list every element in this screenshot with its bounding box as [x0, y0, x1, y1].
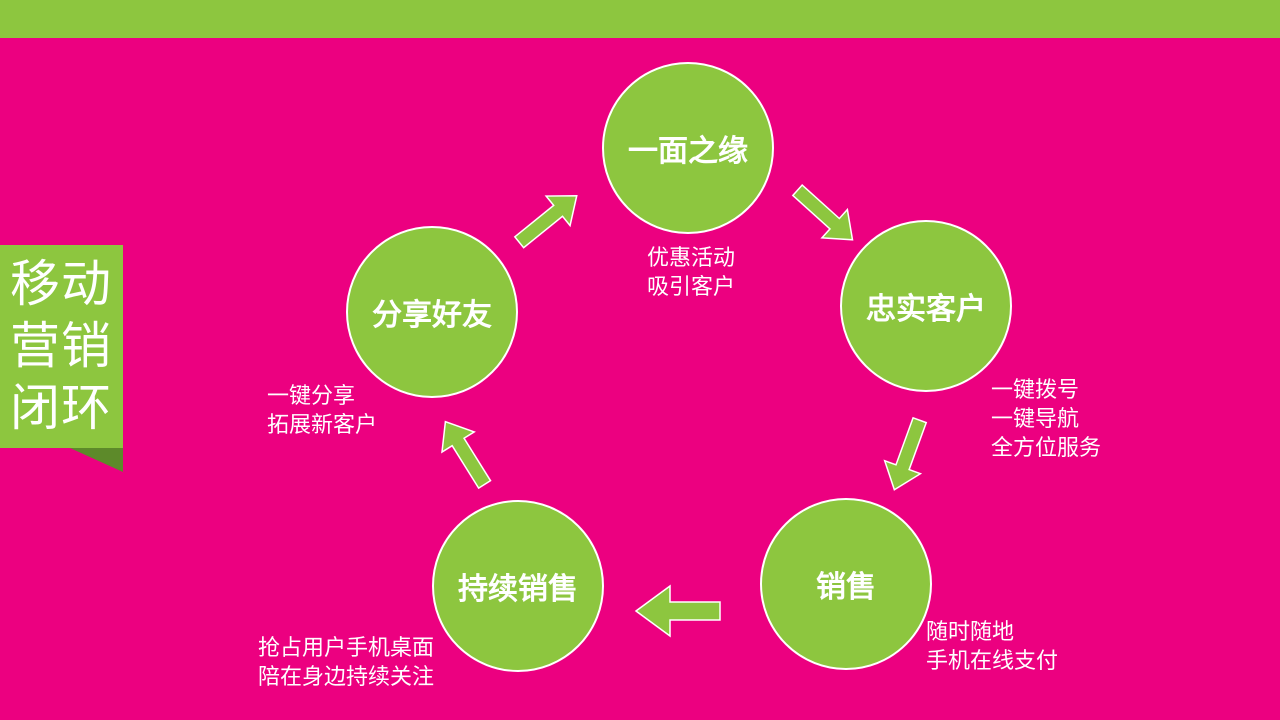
side-title-line-3: 闭环: [10, 379, 112, 437]
node-ongoing-sales-label: 持续销售: [458, 572, 578, 607]
caption-one-meet: 优惠活动 吸引客户: [647, 244, 735, 302]
arrow-sales-to-ongoing: [634, 584, 721, 638]
caption-line: 手机在线支付: [926, 649, 1059, 674]
node-loyal-customer: 忠实客户: [840, 220, 1012, 392]
node-share-friends: 分享好友: [346, 226, 518, 398]
caption-line: 一键导航: [991, 407, 1080, 432]
caption-line: 吸引客户: [647, 275, 736, 300]
side-title-line-1: 移动: [10, 255, 112, 313]
node-ongoing-sales: 持续销售: [432, 500, 604, 672]
caption-loyal-customer: 一键拨号 一键导航 全方位服务: [991, 376, 1101, 463]
side-title-tab: 移动 营销 闭环: [0, 245, 123, 448]
caption-line: 随时随地: [926, 620, 1015, 645]
caption-line: 抢占用户手机桌面: [258, 636, 435, 661]
caption-line: 陪在身边持续关注: [258, 665, 435, 690]
caption-line: 优惠活动: [647, 246, 736, 271]
arrow-ongoing-to-share: [441, 420, 492, 490]
caption-sales: 随时随地 手机在线支付: [926, 618, 1058, 676]
node-share-friends-label: 分享好友: [372, 298, 492, 333]
caption-line: 全方位服务: [991, 436, 1102, 461]
arrow-share-to-one-meet: [513, 194, 578, 249]
caption-ongoing-sales: 抢占用户手机桌面 陪在身边持续关注: [258, 634, 434, 692]
node-sales: 销售: [760, 498, 932, 670]
caption-line: 一键分享: [267, 384, 356, 409]
top-accent-bar: [0, 0, 1280, 38]
side-title-line-2: 营销: [10, 317, 112, 375]
node-loyal-customer-label: 忠实客户: [866, 292, 986, 327]
side-tab-fold: [70, 448, 123, 472]
node-one-meet: 一面之缘: [602, 62, 774, 234]
arrow-loyal-to-sales: [883, 416, 928, 491]
node-one-meet-label: 一面之缘: [628, 134, 748, 169]
node-sales-label: 销售: [816, 570, 876, 605]
caption-share-friends: 一键分享 拓展新客户: [267, 382, 377, 440]
arrow-one-meet-to-loyal: [791, 183, 854, 241]
caption-line: 拓展新客户: [267, 413, 378, 438]
caption-line: 一键拨号: [991, 378, 1080, 403]
